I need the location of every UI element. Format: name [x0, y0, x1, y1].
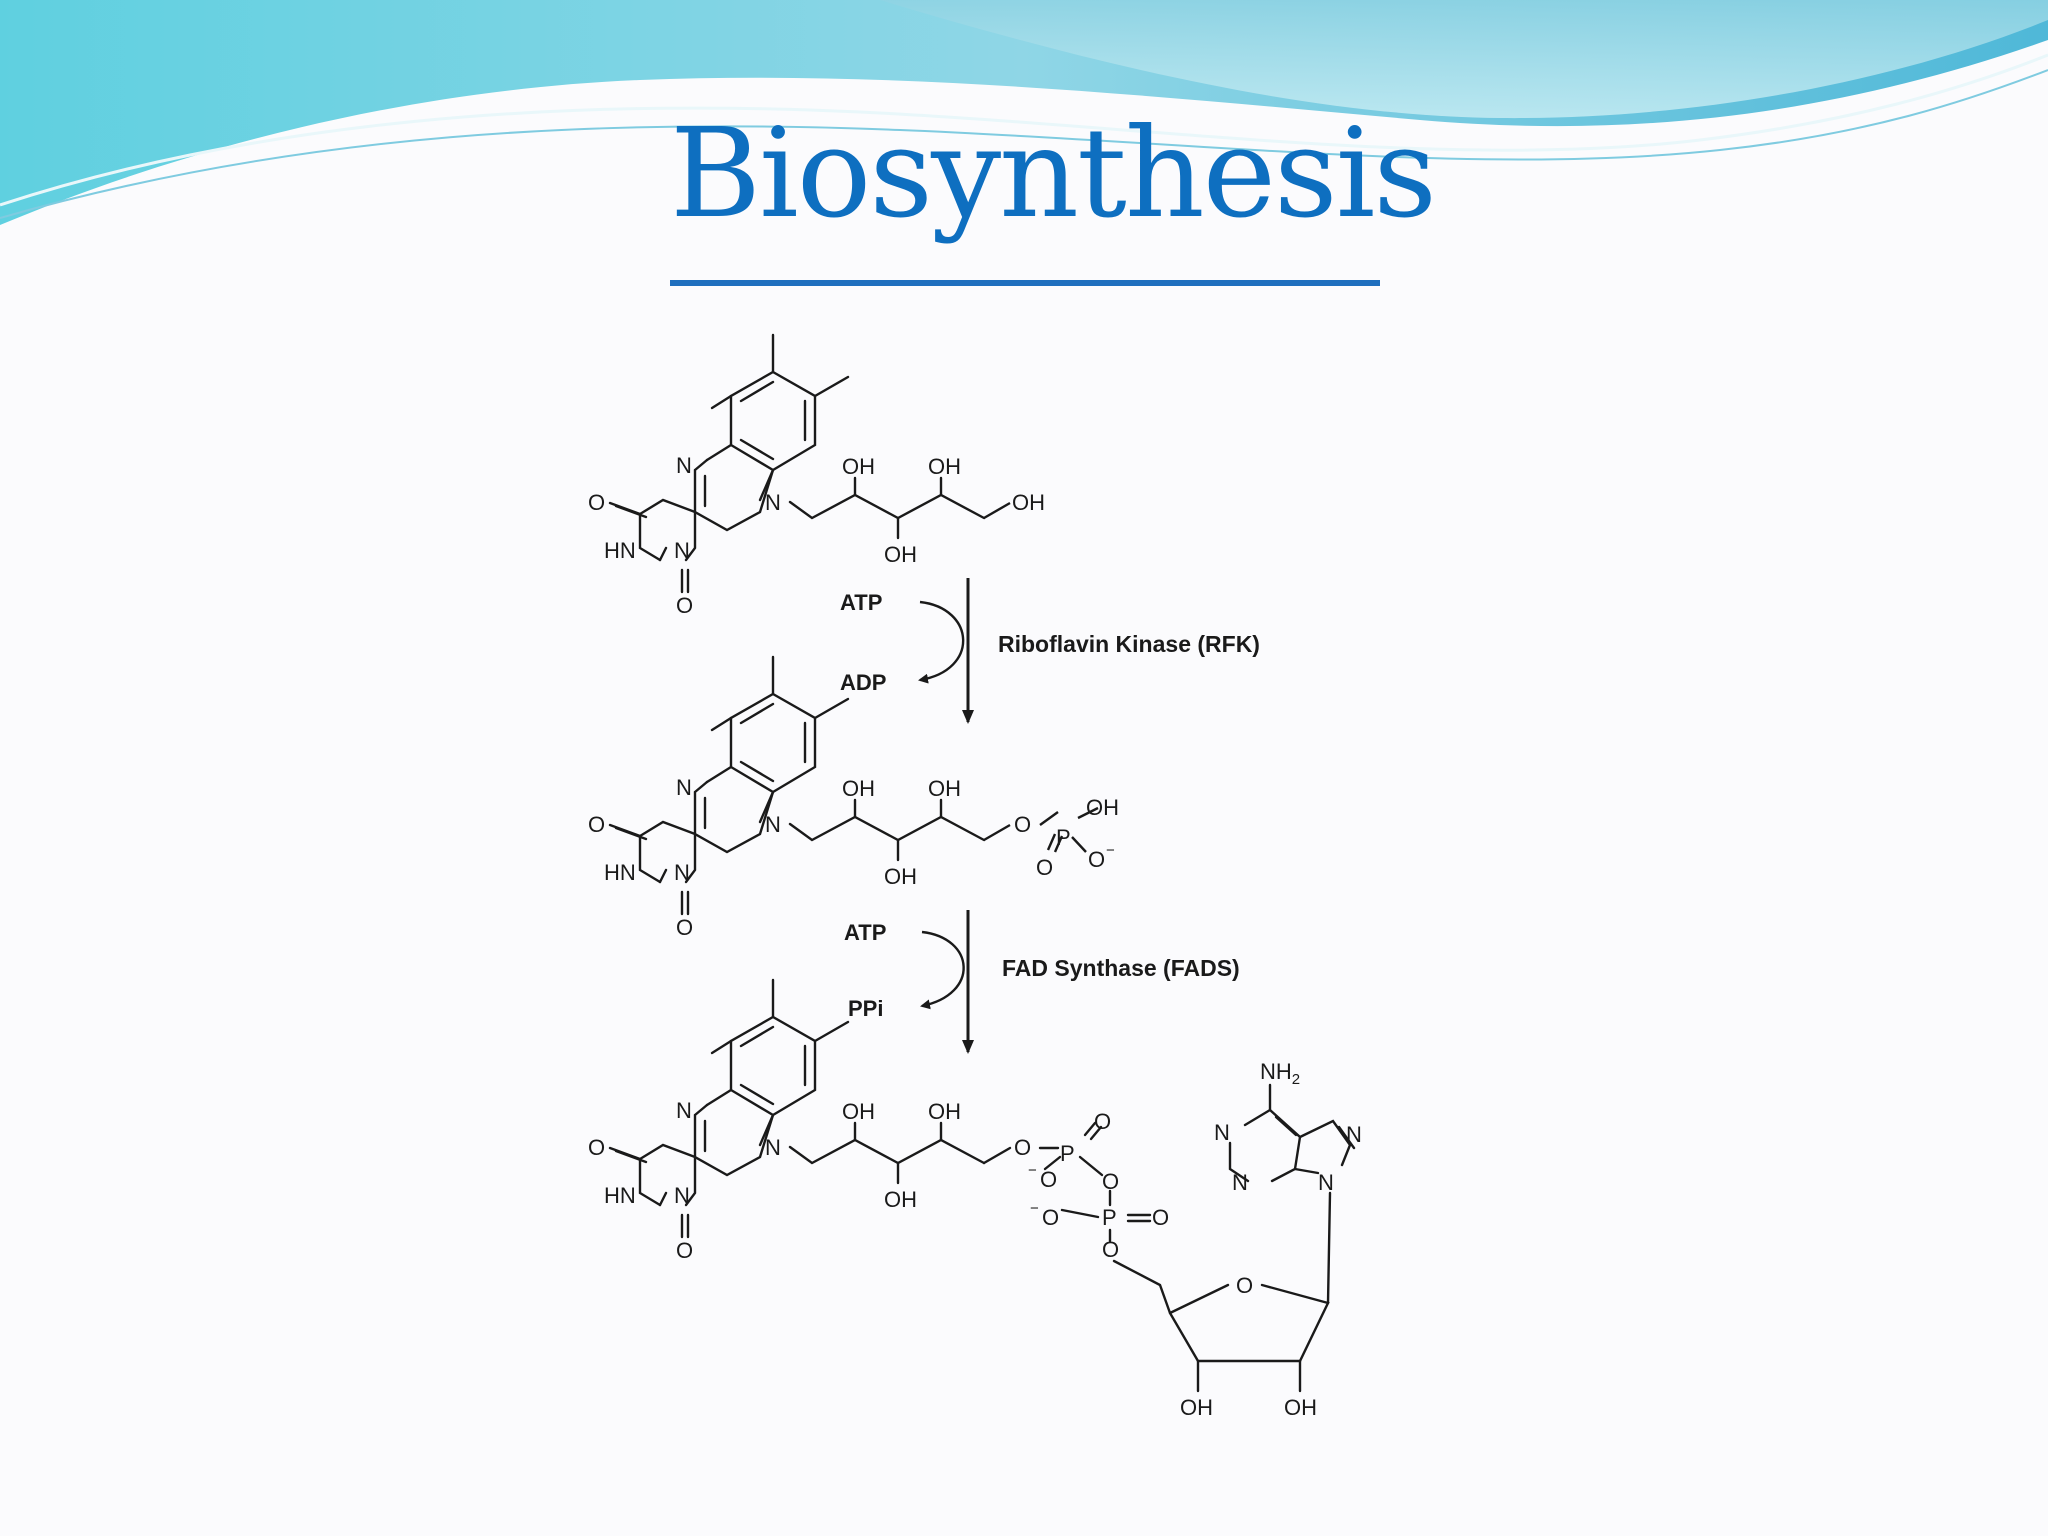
svg-text:−: −	[1028, 1162, 1037, 1179]
svg-text:−: −	[1106, 842, 1115, 859]
hydroxyl-label: OH	[842, 776, 875, 801]
ring-atom-n: N	[674, 538, 690, 563]
ring-atom-o: O	[588, 812, 605, 837]
ribose-ring-o: O	[1236, 1273, 1253, 1298]
svg-text:−: −	[1030, 1200, 1039, 1217]
phosphate-o-double: O	[1036, 855, 1053, 880]
reaction-step-2: ATP PPi FAD Synthase (FADS)	[844, 910, 1240, 1054]
phosphate-oh: OH	[1086, 795, 1119, 820]
hydroxyl-label: OH	[1012, 490, 1045, 515]
ring-atom-n: N	[1346, 1122, 1362, 1147]
hydroxyl-label: OH	[1284, 1395, 1317, 1420]
hydroxyl-label: OH	[928, 776, 961, 801]
hydroxyl-label: OH	[1180, 1395, 1213, 1420]
phosphate-o-minus: O	[1040, 1167, 1057, 1192]
phosphate-o-double: O	[1094, 1109, 1111, 1134]
hydroxyl-label: OH	[884, 864, 917, 889]
cofactor-in-label: ATP	[844, 920, 886, 945]
ring-atom-o: O	[676, 915, 693, 940]
phosphate-ester-o: O	[1014, 1135, 1031, 1160]
phosphate-o-minus: O	[1088, 847, 1105, 872]
ring-atom-hn: HN	[604, 538, 636, 563]
ring-atom-n: N	[674, 860, 690, 885]
cofactor-out-label: ADP	[840, 670, 886, 695]
fad-structure: N N O HN N O OH OH OH O P O O − O O − P …	[588, 978, 1362, 1420]
riboflavin-structure: N N O HN N O OH OH OH OH	[588, 333, 1045, 618]
phosphorus-label: P	[1060, 1141, 1075, 1166]
ring-atom-n: N	[674, 1183, 690, 1208]
phosphate-ester-o: O	[1014, 812, 1031, 837]
ring-atom-n: N	[676, 1098, 692, 1123]
hydroxyl-label: OH	[884, 542, 917, 567]
phosphorus-label: P	[1056, 825, 1071, 850]
phosphorus-label: P	[1102, 1205, 1117, 1230]
ring-atom-n: N	[1318, 1170, 1334, 1195]
cofactor-out-label: PPi	[848, 996, 883, 1021]
ring-atom-n: N	[676, 775, 692, 800]
bridging-o: O	[1102, 1169, 1119, 1194]
hydroxyl-label: OH	[842, 454, 875, 479]
ring-atom-n: N	[765, 812, 781, 837]
hydroxyl-label: OH	[928, 454, 961, 479]
ring-atom-o: O	[676, 1238, 693, 1263]
ring-atom-n: N	[1232, 1170, 1248, 1195]
ring-atom-o: O	[588, 490, 605, 515]
reaction-step-1: ATP ADP Riboflavin Kinase (RFK)	[840, 578, 1260, 724]
ring-atom-n: N	[765, 490, 781, 515]
cofactor-in-label: ATP	[840, 590, 882, 615]
ring-atom-o: O	[676, 593, 693, 618]
title-underline	[670, 280, 1380, 286]
phosphate-ester-o: O	[1102, 1237, 1119, 1262]
ring-atom-n: N	[1214, 1120, 1230, 1145]
phosphate-o-minus: O	[1042, 1205, 1059, 1230]
amino-label: NH2	[1260, 1059, 1300, 1088]
ring-atom-hn: HN	[604, 860, 636, 885]
ring-atom-hn: HN	[604, 1183, 636, 1208]
ring-atom-n: N	[676, 453, 692, 478]
hydroxyl-label: OH	[842, 1099, 875, 1124]
wave-header-decoration	[0, 0, 2048, 225]
slide-title: Biosynthesis	[670, 102, 1437, 246]
enzyme-label: FAD Synthase (FADS)	[1002, 955, 1240, 981]
hydroxyl-label: OH	[884, 1187, 917, 1212]
ring-atom-n: N	[765, 1135, 781, 1160]
phosphate-o-double: O	[1152, 1205, 1169, 1230]
cofactor-curved-arrow	[918, 600, 965, 684]
hydroxyl-label: OH	[928, 1099, 961, 1124]
cofactor-curved-arrow	[920, 930, 965, 1010]
ring-atom-o: O	[588, 1135, 605, 1160]
fmn-structure: N N O HN N O OH OH OH O P OH O − O	[588, 655, 1119, 940]
enzyme-label: Riboflavin Kinase (RFK)	[998, 631, 1260, 657]
